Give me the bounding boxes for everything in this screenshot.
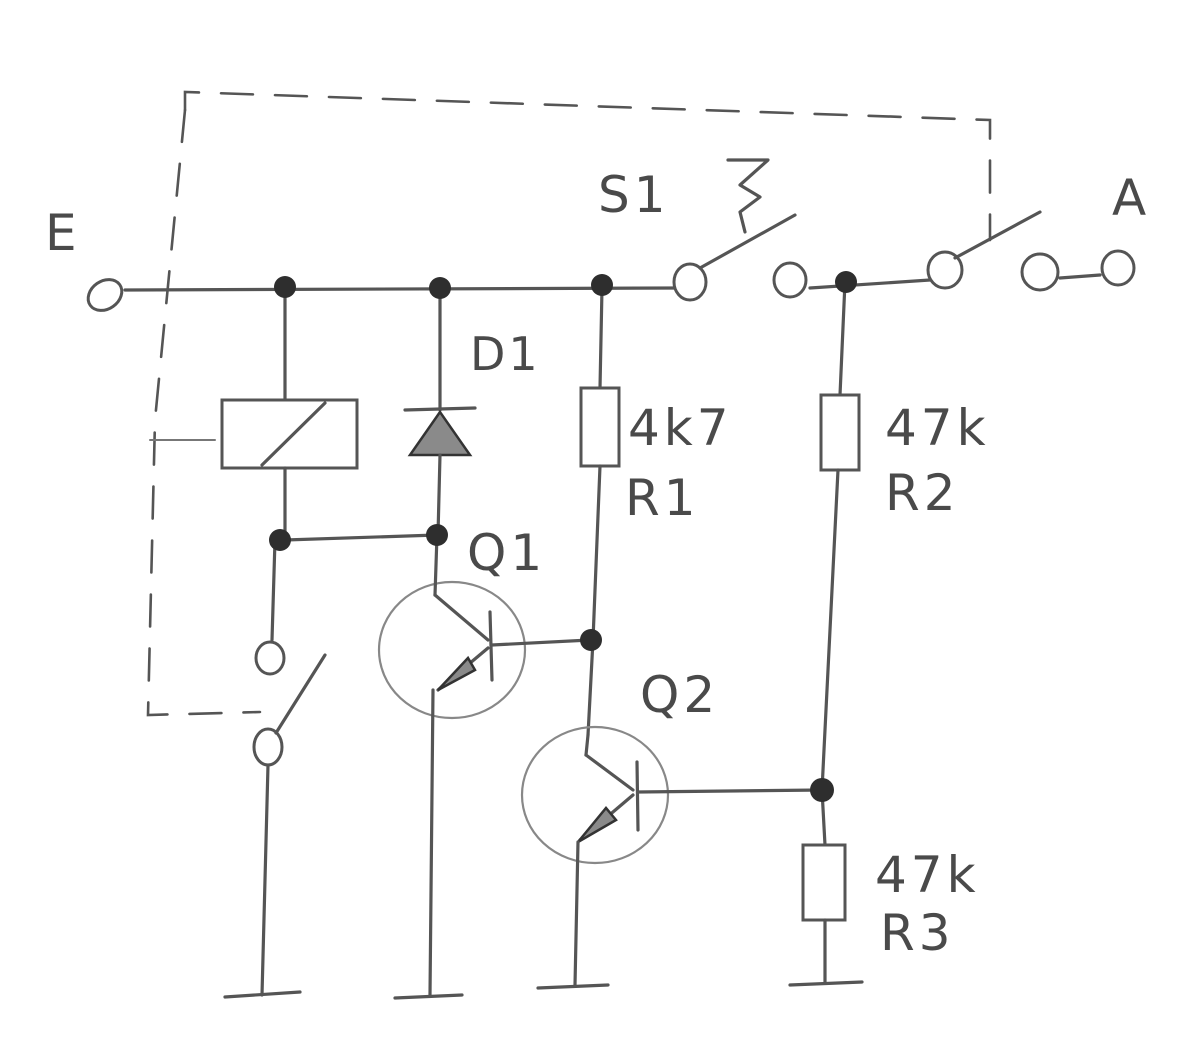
junction-nodes [269,271,857,802]
diode-d1 [403,288,477,537]
label-output-a: A [1112,169,1150,227]
resistor-r1 [579,286,621,737]
label-r1-name: R1 [625,469,700,527]
junction-node [580,629,602,651]
junction-node [591,274,613,296]
junction-node [426,524,448,546]
top-rail-wire [123,273,1102,292]
relay-linkage-dashed [146,90,992,717]
resistor-r3 [788,788,864,987]
junction-node [274,276,296,298]
label-r2-value: 47k [885,399,990,457]
label-transistor-q2: Q2 [640,666,719,724]
switch-s1 [672,158,808,302]
junction-node [810,778,834,802]
label-transistor-q1: Q1 [467,524,546,582]
input-terminal-e [86,278,124,312]
label-r2-name: R2 [885,464,960,522]
transistor-q2 [520,725,824,990]
relay-coil [220,288,439,642]
relay-aux-contact [223,640,327,999]
label-diode-d1: D1 [470,327,541,381]
label-input-e: E [45,204,81,262]
junction-node [429,277,451,299]
transistor-q1 [377,533,592,1000]
junction-node [835,271,857,293]
label-r1-value: 4k7 [628,399,733,457]
relay-contact [926,210,1060,292]
label-r3-name: R3 [880,904,955,962]
label-r3-value: 47k [875,846,980,904]
resistor-r2 [819,280,861,792]
junction-node [269,529,291,551]
label-switch-s1: S1 [598,166,670,224]
output-terminal-a [1100,249,1136,287]
